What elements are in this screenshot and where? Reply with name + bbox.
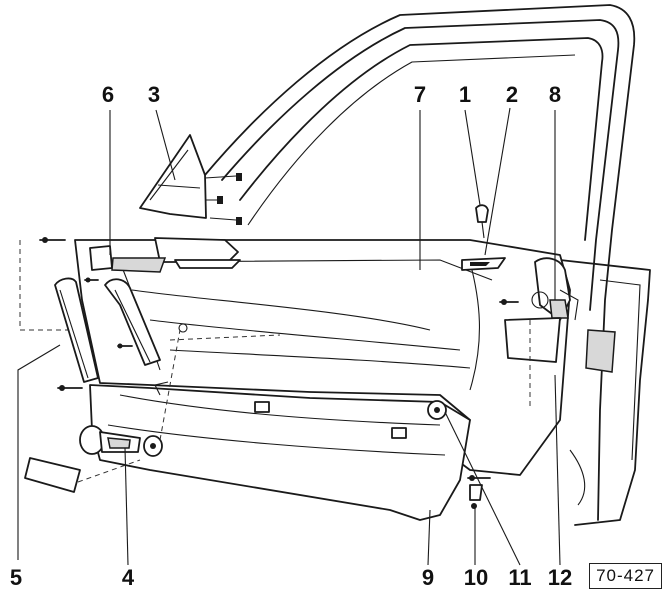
callout-5: 5: [9, 565, 23, 590]
mirror-triangle: [139, 134, 242, 225]
callout-8: 8: [548, 82, 562, 107]
callout-1: 1: [458, 82, 472, 107]
callout-12: 12: [547, 565, 573, 590]
callout-leaders: [17, 107, 561, 566]
callout-4: 4: [121, 565, 135, 590]
reference-code: 70-427: [589, 563, 662, 589]
callout-2: 2: [505, 82, 519, 107]
callout-3: 3: [147, 82, 161, 107]
callout-6: 6: [101, 82, 115, 107]
door-window-frame: [204, 4, 651, 526]
callout-10: 10: [463, 565, 489, 590]
lock-small-parts: [427, 400, 483, 509]
callout-7: 7: [413, 82, 427, 107]
lower-door-pocket: [89, 381, 471, 521]
callout-11: 11: [508, 565, 532, 590]
armrest-grip: [54, 277, 161, 383]
window-crank-parts: [24, 323, 188, 493]
callout-9: 9: [421, 565, 435, 590]
